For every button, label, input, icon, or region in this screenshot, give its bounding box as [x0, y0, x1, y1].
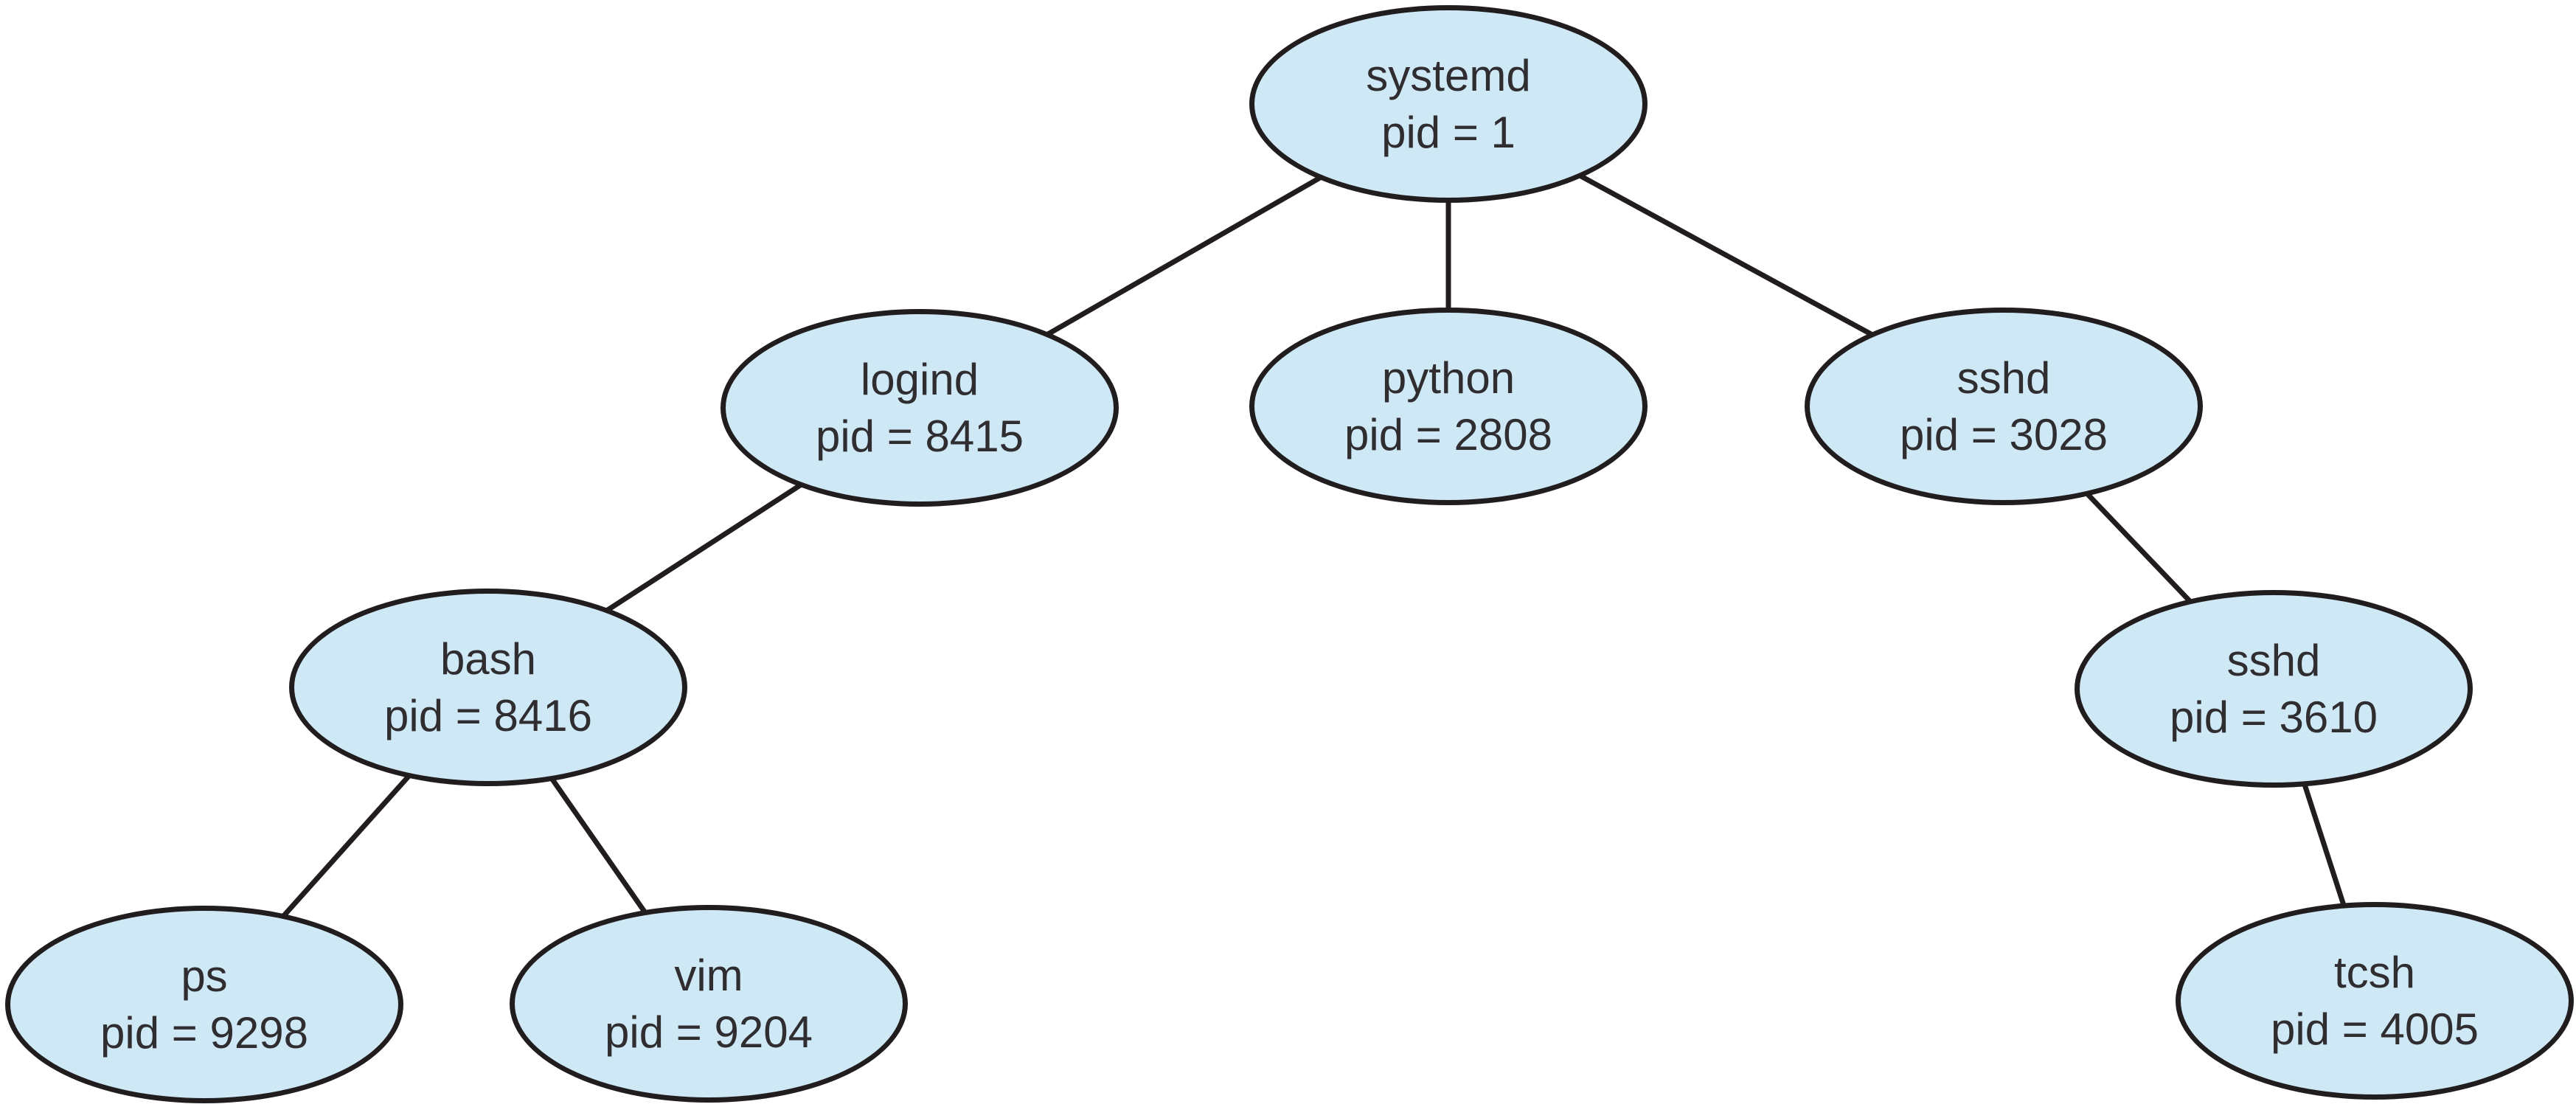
process-pid-label: pid = 8415: [816, 412, 1024, 461]
process-pid-label: pid = 9298: [100, 1008, 308, 1058]
process-node-bash: bash pid = 8416: [289, 589, 687, 786]
process-name-label: logind: [860, 355, 979, 404]
process-name-label: systemd: [1366, 51, 1531, 100]
process-node-sshd-3610: sshd pid = 3610: [2075, 590, 2473, 788]
process-name-label: sshd: [1957, 353, 2051, 403]
process-pid-label: pid = 2808: [1344, 410, 1552, 459]
process-node-vim: vim pid = 9204: [510, 905, 908, 1103]
process-name-label: sshd: [2226, 636, 2321, 685]
process-node-sshd-3028: sshd pid = 3028: [1805, 308, 2203, 505]
process-pid-label: pid = 3610: [2170, 693, 2378, 742]
process-node-logind: logind pid = 8415: [721, 309, 1119, 507]
process-node-python: python pid = 2808: [1249, 308, 1648, 505]
process-name-label: tcsh: [2333, 948, 2416, 997]
process-pid-label: pid = 1: [1381, 108, 1516, 157]
process-name-label: vim: [674, 951, 743, 1000]
process-name-label: python: [1381, 353, 1516, 403]
process-name-label: ps: [181, 951, 228, 1001]
process-node-ps: ps pid = 9298: [5, 906, 403, 1103]
process-pid-label: pid = 4005: [2271, 1004, 2479, 1054]
process-pid-label: pid = 8416: [384, 691, 592, 740]
process-node-tcsh: tcsh pid = 4005: [2176, 902, 2574, 1100]
process-pid-label: pid = 9204: [605, 1007, 813, 1057]
process-name-label: bash: [440, 634, 537, 684]
process-node-systemd: systemd pid = 1: [1249, 5, 1648, 203]
process-pid-label: pid = 3028: [1900, 410, 2108, 459]
